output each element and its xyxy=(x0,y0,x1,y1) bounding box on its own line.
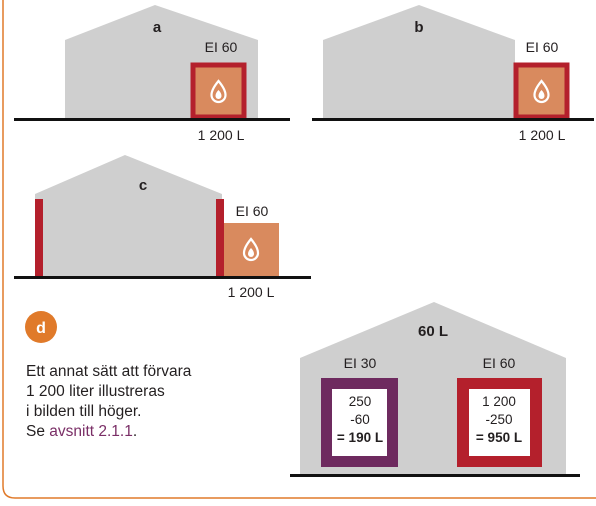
left-room-line-2: -60 xyxy=(350,412,370,427)
reference-suffix: . xyxy=(132,423,138,440)
panel-a-volume: 1 200 L xyxy=(198,127,245,143)
building-capacity: 60 L xyxy=(418,323,448,340)
ground-line-d xyxy=(290,474,580,477)
description-reference: Se avsnitt 2.1.1. xyxy=(26,422,296,442)
panel-d-badge: d xyxy=(25,311,57,343)
description-line-3: i bilden till höger. xyxy=(26,403,142,420)
left-room-total: = 190 L xyxy=(337,430,383,445)
right-room-rating: EI 60 xyxy=(483,355,516,371)
left-room xyxy=(332,389,387,456)
panel-c-letter: c xyxy=(139,177,147,194)
description-line-1: Ett annat sätt att förvara xyxy=(26,363,192,380)
panel-b-letter: b xyxy=(414,19,423,36)
flame-icon xyxy=(242,237,260,262)
ground-line-b xyxy=(312,118,594,121)
firewall-left-c xyxy=(35,199,43,276)
panel-d: 60 L EI 30 250 -60 = 190 L EI 60 1 200 -… xyxy=(290,302,580,477)
panel-c-volume: 1 200 L xyxy=(228,284,275,300)
section-link[interactable]: avsnitt 2.1.1 xyxy=(49,423,133,440)
right-room-line-1: 1 200 xyxy=(482,394,516,409)
ground-line-a xyxy=(14,118,290,121)
building-b xyxy=(323,5,515,118)
panel-a-letter: a xyxy=(153,19,162,36)
panel-b-rating: EI 60 xyxy=(526,39,559,55)
ground-line-c xyxy=(14,276,311,279)
panel-b-volume: 1 200 L xyxy=(519,127,566,143)
panel-a-rating: EI 60 xyxy=(205,39,238,55)
panel-d-description: Ett annat sätt att förvara 1 200 liter i… xyxy=(26,362,296,442)
flame-icon xyxy=(210,79,227,104)
panel-a: a EI 60 1 200 L xyxy=(14,5,290,143)
left-room-line-1: 250 xyxy=(349,394,372,409)
right-room xyxy=(469,389,530,456)
panel-d-letter: d xyxy=(36,320,46,337)
right-room-line-2: -250 xyxy=(485,412,512,427)
right-room-total: = 950 L xyxy=(476,430,522,445)
panel-c: c EI 60 1 200 L xyxy=(14,155,311,300)
firewall-right-c xyxy=(216,199,224,276)
panel-c-rating: EI 60 xyxy=(236,203,269,219)
building-c xyxy=(35,155,222,276)
flame-icon xyxy=(533,79,550,104)
reference-prefix: Se xyxy=(26,423,50,440)
left-room-rating: EI 30 xyxy=(344,355,377,371)
panel-b: b EI 60 1 200 L xyxy=(312,5,594,143)
description-line-2: 1 200 liter illustreras xyxy=(26,383,165,400)
